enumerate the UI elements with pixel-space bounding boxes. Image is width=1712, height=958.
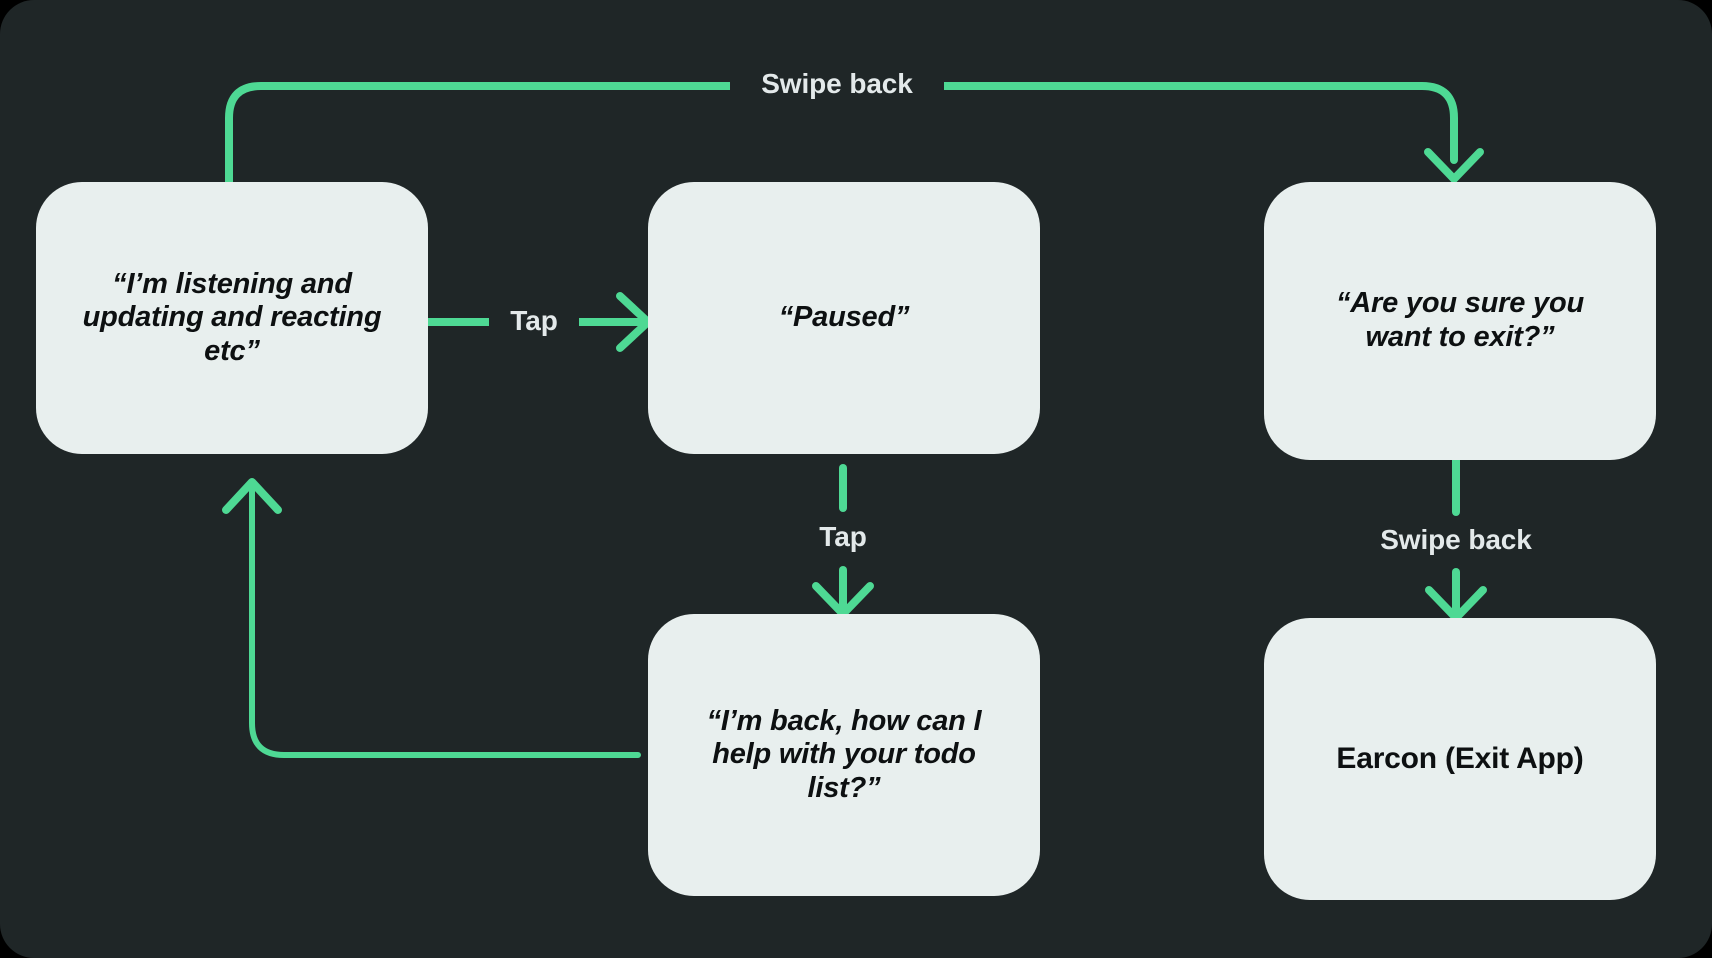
node-are-you-sure-label: “Are you sure you want to exit?” xyxy=(1336,287,1584,353)
node-are-you-sure[interactable]: “Are you sure you want to exit?” xyxy=(1264,182,1656,460)
edge-tap-vertical-arrowhead xyxy=(812,582,874,618)
edge-swipe-back-vertical-arrowhead xyxy=(1425,586,1487,622)
edge-label-tap-horizontal: Tap xyxy=(489,305,579,337)
edge-return-loop-path xyxy=(249,487,641,758)
edge-swipe-back-top-path xyxy=(225,82,1458,186)
node-paused[interactable]: “Paused” xyxy=(648,182,1040,454)
edge-label-tap-vertical: Tap xyxy=(798,521,888,553)
edge-tap-horizontal-arrowhead xyxy=(616,292,652,352)
edge-swipe-back-top-arrowhead xyxy=(1424,148,1484,183)
node-im-back-label: “I’m back, how can I help with your todo… xyxy=(706,704,982,804)
node-im-back[interactable]: “I’m back, how can I help with your todo… xyxy=(648,614,1040,896)
node-paused-label: “Paused” xyxy=(778,301,910,334)
edge-label-swipe-back-top: Swipe back xyxy=(730,68,944,100)
node-earcon[interactable]: Earcon (Exit App) xyxy=(1264,618,1656,900)
node-listening[interactable]: “I’m listening and updating and reacting… xyxy=(36,182,428,454)
edge-label-swipe-back-vertical: Swipe back xyxy=(1353,524,1559,556)
edge-return-loop-arrowhead xyxy=(222,478,282,514)
node-earcon-label: Earcon (Exit App) xyxy=(1336,741,1584,775)
node-listening-label: “I’m listening and updating and reacting… xyxy=(82,267,382,367)
